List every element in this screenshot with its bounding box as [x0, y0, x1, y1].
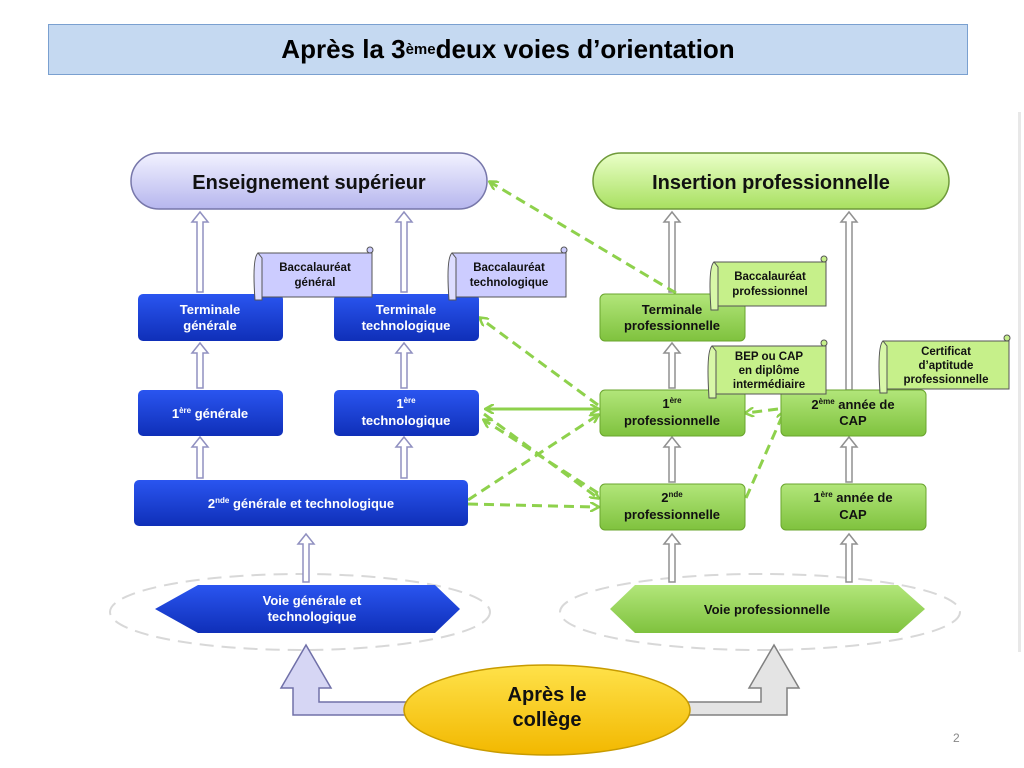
svg-text:professionnel: professionnel — [732, 286, 807, 298]
college-to-voie-pro-arrow — [683, 643, 801, 716]
svg-text:Terminale: Terminale — [642, 302, 702, 317]
seconde-pro-box: 2nde professionnelle — [599, 483, 746, 531]
right-vertical-arrows — [662, 210, 859, 583]
dash-1pro-to-termtech — [480, 318, 599, 407]
voie-pro-ellipse — [559, 573, 961, 651]
premiere-pro-box: 1ère professionnelle — [599, 389, 746, 437]
arrow-up-1cap — [839, 435, 859, 483]
sup-label: Enseignement supérieur — [192, 172, 426, 194]
svg-text:Après le: Après le — [508, 684, 587, 706]
svg-text:intermédiaire: intermédiaire — [733, 379, 805, 391]
premiere-generale-box: 1ère générale — [138, 390, 283, 436]
svg-text:2nde générale et technologique: 2nde générale et technologique — [208, 496, 394, 511]
svg-text:CAP: CAP — [839, 507, 867, 522]
svg-text:Certificat: Certificat — [921, 346, 971, 358]
svg-text:Voie professionnelle: Voie professionnelle — [704, 602, 830, 617]
dash-2pro-to-2cap — [744, 412, 784, 499]
svg-text:Baccalauréat: Baccalauréat — [279, 262, 351, 274]
title-prefix: Après la 3 — [281, 34, 406, 64]
svg-text:Baccalauréat: Baccalauréat — [734, 271, 806, 283]
arrow-up-1tech — [394, 341, 414, 389]
svg-text:en diplôme: en diplôme — [739, 365, 800, 377]
bac-general-scroll: Baccalauréat général — [253, 246, 374, 301]
deuxieme-cap-box: 2ème année de CAP — [780, 389, 927, 437]
terminale-techno-box: Terminale technologique — [334, 294, 479, 341]
svg-text:technologique: technologique — [268, 609, 357, 624]
left-vertical-arrows — [190, 210, 414, 583]
premiere-techno-box: 1ère technologique — [334, 390, 479, 436]
svg-text:technologique: technologique — [470, 277, 549, 289]
apres-college-ellipse: Après le collège — [403, 664, 691, 756]
svg-text:générale: générale — [183, 318, 236, 333]
arrow-up-voie-pro-left — [662, 532, 682, 583]
voie-pro-shape: Voie professionnelle — [610, 585, 925, 633]
dash-2gt-to-1pro — [467, 415, 598, 502]
seconde-gt-box: 2nde générale et technologique — [134, 480, 468, 526]
passerelle-arrows — [467, 182, 784, 507]
bac-techno-scroll: Baccalauréat technologique — [447, 246, 568, 301]
dash-2gt-to-2pro — [467, 504, 598, 507]
insertion-pro-pill: Insertion professionnelle — [592, 152, 950, 210]
svg-text:1ère: 1ère — [396, 396, 416, 411]
insertion-label: Insertion professionnelle — [652, 172, 890, 194]
title-suffix: deux voies d’orientation — [435, 34, 735, 64]
svg-text:général: général — [295, 277, 336, 289]
svg-text:professionnelle: professionnelle — [624, 318, 720, 333]
cap-certificat-scroll: Certificat d’aptitude professionnelle — [878, 334, 1011, 394]
page-number: 2 — [953, 731, 960, 745]
svg-text:Voie générale et: Voie générale et — [263, 593, 362, 608]
svg-text:professionnelle: professionnelle — [624, 413, 720, 428]
svg-text:technologique: technologique — [362, 413, 451, 428]
dash-2cap-to-1pro — [746, 409, 779, 413]
arrow-up-voie-gt — [296, 532, 316, 583]
arrow-up-term-tech — [394, 210, 414, 293]
arrow-up-2cap-insertion — [839, 210, 859, 391]
dash-termpro-to-sup — [490, 182, 677, 295]
svg-text:technologique: technologique — [362, 318, 451, 333]
arrow-up-2gt-left — [190, 435, 210, 479]
svg-text:professionnelle: professionnelle — [624, 507, 720, 522]
svg-text:BEP ou CAP: BEP ou CAP — [735, 351, 803, 363]
svg-text:Baccalauréat: Baccalauréat — [473, 262, 545, 274]
svg-text:Terminale: Terminale — [376, 302, 436, 317]
svg-text:d’aptitude: d’aptitude — [919, 360, 974, 372]
svg-text:2nde: 2nde — [661, 490, 683, 505]
arrow-up-voie-pro-right — [839, 532, 859, 583]
arrow-up-1pro — [662, 341, 682, 389]
svg-text:professionnelle: professionnelle — [904, 374, 989, 386]
college-to-voie-gt-arrow — [279, 643, 411, 716]
arrow-up-2pro — [662, 435, 682, 483]
voie-gt-ellipse — [109, 573, 491, 651]
terminale-pro-box: Terminale professionnelle — [599, 293, 746, 342]
arrow-up-2gt-right — [394, 435, 414, 479]
svg-text:1ère générale: 1ère générale — [172, 406, 248, 421]
voie-gt-shape: Voie générale et technologique — [155, 585, 460, 633]
svg-text:CAP: CAP — [839, 413, 867, 428]
svg-text:Terminale: Terminale — [180, 302, 240, 317]
bac-pro-scroll: Baccalauréat professionnel — [709, 255, 828, 311]
title-superscript: ème — [405, 41, 436, 58]
enseignement-superieur-pill: Enseignement supérieur — [130, 152, 488, 210]
svg-text:2ème année de: 2ème année de — [811, 397, 894, 412]
arrow-up-term-gen — [190, 210, 210, 293]
arrow-up-term-pro — [662, 210, 682, 293]
bep-cap-scroll: BEP ou CAP en diplôme intermédiaire — [707, 339, 828, 399]
right-divider — [1018, 112, 1021, 652]
dash-1tech-to-2pro — [483, 412, 598, 498]
terminale-generale-box: Terminale générale — [138, 294, 283, 341]
svg-text:1ère année de: 1ère année de — [813, 490, 892, 505]
svg-text:1ère: 1ère — [662, 396, 682, 411]
svg-text:collège: collège — [513, 709, 582, 731]
arrow-up-1gen — [190, 341, 210, 389]
premiere-cap-box: 1ère année de CAP — [780, 483, 927, 531]
